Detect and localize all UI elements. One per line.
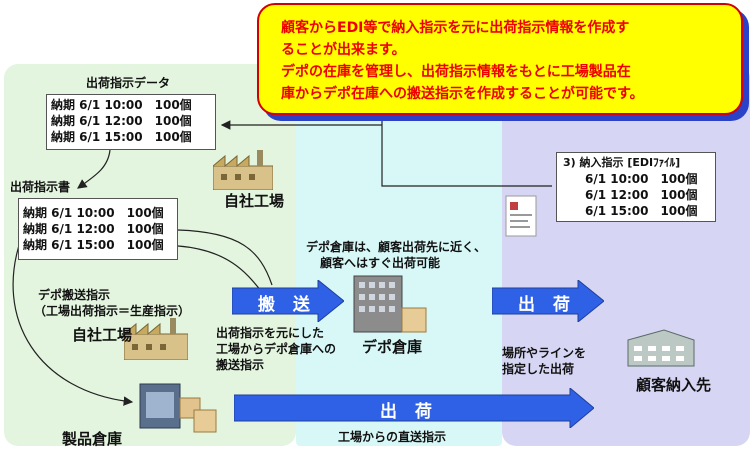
warehouse-icon	[139, 383, 217, 433]
ship-note-line1: 場所やラインを	[502, 346, 587, 360]
customer-zone	[502, 64, 750, 446]
ship-arrow: 出 荷	[492, 280, 604, 322]
product-warehouse-label: 製品倉庫	[62, 430, 123, 448]
transfer-note-line3: 搬送指示	[216, 358, 265, 372]
depot-note-line1: デポ倉庫は、顧客出荷先に近く、	[306, 240, 487, 254]
transfer-note-line1: 出荷指示を元にした	[216, 326, 325, 340]
document-to-warehouse-curve	[12, 235, 134, 406]
shipping-document-row: 納期 6/1 12:00 100個	[23, 222, 164, 236]
direct-ship-arrow-label: 出 荷	[380, 402, 438, 422]
own-factory-mid-label: 自社工場	[72, 326, 133, 344]
callout-box: 顧客からEDI等で納入指示を元に出荷指示情報を作成す ることが出来ます。 デポの…	[257, 3, 743, 115]
shipping-data-title: 出荷指示データ	[86, 76, 171, 90]
direct-ship-note: 工場からの直送指示	[338, 430, 447, 444]
depot-note-line2: 顧客へはすぐ出荷可能	[320, 256, 441, 270]
customer-building-icon	[627, 329, 695, 367]
shipping-document-box: 納期 6/1 10:00 100個 納期 6/1 12:00 100個 納期 6…	[18, 198, 178, 260]
delivery-instruction-row: 6/1 10:00 100個	[585, 172, 698, 186]
delivery-instruction-box: 3) 納入指示 [EDIﾌｧｲﾙ] 6/1 10:00 100個 6/1 12:…	[556, 152, 716, 222]
shipping-document-title: 出荷指示書	[10, 180, 71, 194]
own-factory-top-label: 自社工場	[224, 192, 285, 210]
shipping-document-row: 納期 6/1 15:00 100個	[23, 238, 164, 252]
factory-icon	[213, 150, 273, 190]
edi-to-shipping-data-line	[381, 96, 552, 187]
depot-warehouse-label: デポ倉庫	[362, 338, 423, 356]
ship-arrow-label: 出 荷	[518, 295, 576, 315]
callout-line: ることが出来ます。	[281, 42, 406, 58]
direct-ship-arrow: 出 荷	[234, 388, 594, 428]
callout-line: デポの在庫を管理し、出荷指示情報をもとに工場製品在	[281, 64, 631, 80]
transfer-arrow: 搬 送	[232, 280, 344, 322]
shipping-data-row: 納期 6/1 10:00 100個	[51, 98, 192, 112]
transfer-arrow-label: 搬 送	[258, 295, 316, 315]
depot-building-icon	[353, 275, 427, 333]
callout-line: 庫からデポ在庫への搬送指示を作成することが可能です。	[281, 86, 644, 102]
delivery-instruction-row: 6/1 12:00 100個	[585, 188, 698, 202]
delivery-instruction-row: 6/1 15:00 100個	[585, 204, 698, 218]
depot-transfer-line2: （工場出荷指示＝生産指示）	[34, 304, 191, 318]
callout-line: 顧客からEDI等で納入指示を元に出荷指示情報を作成す	[281, 20, 630, 36]
depot-transfer-line1: デポ搬送指示	[38, 288, 111, 302]
customer-label: 顧客納入先	[636, 376, 712, 394]
data-to-document-arrow	[77, 149, 111, 189]
transfer-note-line2: 工場からデポ倉庫への	[216, 342, 337, 356]
shipping-data-box: 納期 6/1 10:00 100個 納期 6/1 12:00 100個 納期 6…	[46, 94, 216, 150]
factory-icon	[124, 318, 188, 360]
document-to-depot-curve	[177, 229, 273, 286]
shipping-data-row: 納期 6/1 12:00 100個	[51, 114, 192, 128]
depot-zone	[296, 64, 502, 446]
document-to-direct-curve	[177, 245, 263, 293]
delivery-instruction-title: 3) 納入指示 [EDIﾌｧｲﾙ]	[563, 156, 681, 169]
shipping-data-row: 納期 6/1 15:00 100個	[51, 130, 192, 144]
shipping-document-row: 納期 6/1 10:00 100個	[23, 206, 164, 220]
ship-note-line2: 指定した出荷	[502, 362, 575, 376]
